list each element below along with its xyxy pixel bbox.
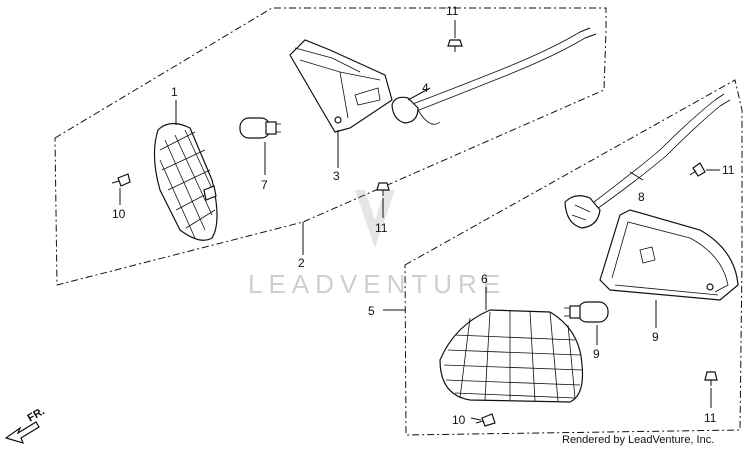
- callout-9-upper: 7: [261, 178, 268, 192]
- callout-11-middle: 11: [375, 221, 388, 235]
- screw-11-top: [447, 39, 463, 52]
- screw-11-bottom: [704, 371, 718, 386]
- callout-8: 8: [638, 190, 645, 204]
- front-direction-label: FR.: [26, 405, 47, 424]
- assembly-5-outline: [404, 79, 743, 436]
- front-direction-arrow: FR.: [4, 405, 47, 444]
- render-credit: Rendered by LeadVenture, Inc.: [562, 434, 714, 446]
- left-housing-bracket: [289, 39, 393, 133]
- watermark-text: LEADVENTURE: [248, 269, 506, 299]
- callout-11-top: 11: [446, 4, 459, 18]
- left-turn-signal-lens: [153, 122, 218, 241]
- screw-11-right: [689, 162, 706, 177]
- callout-9-lower: 9: [593, 347, 600, 361]
- callout-7: 9: [652, 330, 659, 344]
- assembly-1-outline: [54, 7, 607, 286]
- wire-harness-right: [564, 93, 731, 229]
- callout-3: 3: [333, 169, 340, 183]
- callout-11-right: 11: [722, 163, 735, 177]
- right-housing: [599, 209, 739, 301]
- screw-11-middle: [376, 182, 390, 196]
- bulb-lower: [564, 301, 609, 323]
- callout-10-upper: 10: [112, 207, 126, 221]
- leader-lines: [119, 20, 720, 421]
- callout-10-lower: 10: [452, 413, 466, 427]
- callout-2: 1: [171, 85, 178, 99]
- screw-10-lower: [475, 413, 496, 427]
- screw-10-upper: [111, 173, 131, 187]
- watermark-logo: [355, 190, 395, 248]
- callout-5: 5: [368, 304, 375, 318]
- bulb-upper: [239, 117, 281, 139]
- callout-6: 6: [481, 272, 488, 286]
- callout-4: 4: [422, 81, 429, 95]
- right-turn-signal-lens: [439, 309, 584, 403]
- callout-11-bottom: 11: [704, 411, 717, 425]
- callout-1: 2: [298, 256, 305, 270]
- wire-harness-upper: [391, 27, 597, 125]
